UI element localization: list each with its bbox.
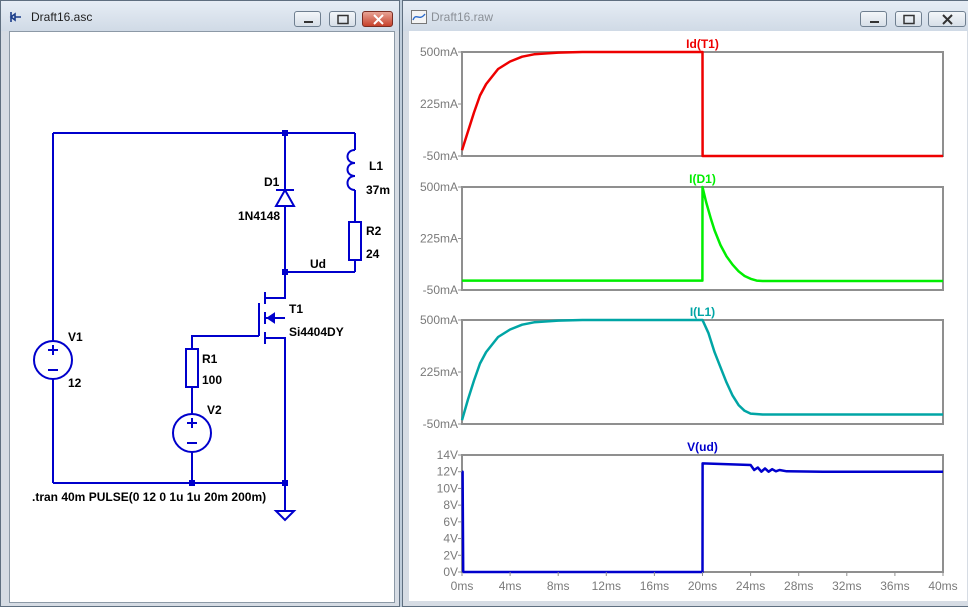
voltage-source-v2[interactable] <box>172 413 212 453</box>
trace-3 <box>461 462 943 574</box>
y-tick-label: -50mA <box>423 149 458 163</box>
x-tick-label: 40ms <box>928 579 957 593</box>
v1-value: 12 <box>68 376 82 390</box>
x-tick-label: 28ms <box>784 579 813 593</box>
close-button[interactable] <box>928 11 966 27</box>
t1-label: T1 <box>289 302 303 316</box>
y-tick-label: -50mA <box>423 417 458 431</box>
r2-label: R2 <box>366 224 382 238</box>
plot-pane-frame <box>461 319 944 425</box>
junction-dot <box>282 480 288 486</box>
waveform-plots[interactable]: 500mA 225mA -50mA Id(T1) 500mA 225mA -50mA I(D1… <box>409 31 967 601</box>
r1-value: 100 <box>202 373 222 387</box>
y-tick-label: 8V <box>443 498 458 512</box>
r2-value: 24 <box>366 247 380 261</box>
minimize-button[interactable] <box>294 11 321 27</box>
l1-label: L1 <box>369 159 383 173</box>
waveform-window[interactable]: Draft16.raw 500mA 225mA -50mA Id(T1) 500mA 22… <box>402 0 968 607</box>
maximize-icon <box>337 14 349 25</box>
x-tick-label: 20ms <box>688 579 717 593</box>
t1-model: Si4404DY <box>289 325 344 339</box>
y-tick-label: 500mA <box>420 313 458 327</box>
schematic-canvas[interactable]: D1 1N4148 L1 37m R2 24 Ud T1 Si4404DY V1… <box>9 31 395 603</box>
maximize-button[interactable] <box>895 11 922 27</box>
y-tick-label: 500mA <box>420 45 458 59</box>
waveform-icon <box>411 10 427 24</box>
y-tick-label: 225mA <box>420 365 458 379</box>
wire-gate <box>191 335 259 349</box>
resistor-r1[interactable] <box>185 348 199 388</box>
y-tick-label: 0V <box>443 565 458 579</box>
y-tick-label: 10V <box>437 481 458 495</box>
maximize-button[interactable] <box>329 11 356 27</box>
junction-dot <box>282 269 288 275</box>
voltage-source-v1[interactable] <box>33 340 73 380</box>
schematic-icon <box>9 12 21 22</box>
x-tick-label: 4ms <box>499 579 522 593</box>
v1-label: V1 <box>68 330 83 344</box>
d1-label: D1 <box>264 175 280 189</box>
minimize-icon <box>304 21 313 23</box>
mosfet-t1[interactable] <box>258 292 285 344</box>
maximize-icon <box>903 14 915 25</box>
x-tick-label: 24ms <box>736 579 765 593</box>
diode-d1[interactable] <box>274 187 296 207</box>
close-button[interactable] <box>362 11 393 27</box>
y-tick-label: 12V <box>437 465 458 479</box>
schematic-titlebar[interactable]: Draft16.asc <box>1 1 399 31</box>
v2-label: V2 <box>207 403 222 417</box>
window-title: Draft16.raw <box>431 10 494 24</box>
spice-directive[interactable]: .tran 40m PULSE(0 12 0 1u 1u 20m 200m) <box>32 490 266 504</box>
minimize-icon <box>870 21 879 23</box>
trace-0 <box>460 50 943 158</box>
ground-symbol <box>273 510 297 522</box>
pane-title-0: Id(T1) <box>686 37 719 51</box>
r1-label: R1 <box>202 352 218 366</box>
minimize-button[interactable] <box>860 11 887 27</box>
x-tick-label: 36ms <box>880 579 909 593</box>
pane-title-2: I(L1) <box>690 305 715 319</box>
l1-value: 37m <box>366 183 390 197</box>
wire-source <box>265 337 286 483</box>
y-tick-label: 225mA <box>420 232 458 246</box>
window-title: Draft16.asc <box>31 10 93 24</box>
x-tick-label: 16ms <box>640 579 669 593</box>
junction-dot <box>189 480 195 486</box>
x-tick-label: 12ms <box>592 579 621 593</box>
inductor-l1[interactable] <box>346 149 356 191</box>
junction-dot <box>282 130 288 136</box>
y-tick-label: 2V <box>443 548 458 562</box>
y-tick-label: -50mA <box>423 283 458 297</box>
close-icon <box>373 14 384 25</box>
waveform-titlebar[interactable]: Draft16.raw <box>403 1 968 31</box>
net-ud-label[interactable]: Ud <box>310 257 326 271</box>
y-tick-label: 500mA <box>420 180 458 194</box>
x-tick-label: 8ms <box>547 579 570 593</box>
y-tick-label: 14V <box>437 448 458 462</box>
y-tick-label: 6V <box>443 515 458 529</box>
trace-2 <box>460 318 943 421</box>
wire-drain <box>265 272 286 299</box>
waveform-canvas[interactable]: 500mA 225mA -50mA Id(T1) 500mA 225mA -50mA I(D1… <box>409 31 967 601</box>
x-tick-label: 32ms <box>832 579 861 593</box>
trace-1 <box>462 185 943 283</box>
y-tick-label: 225mA <box>420 97 458 111</box>
schematic-window[interactable]: Draft16.asc <box>0 0 400 607</box>
pane-title-1: I(D1) <box>689 172 716 186</box>
close-icon <box>942 14 953 25</box>
resistor-r2[interactable] <box>348 221 362 261</box>
pane-title-3: V(ud) <box>687 440 718 454</box>
y-tick-label: 4V <box>443 532 458 546</box>
d1-model: 1N4148 <box>238 209 280 223</box>
x-tick-label: 0ms <box>451 579 474 593</box>
